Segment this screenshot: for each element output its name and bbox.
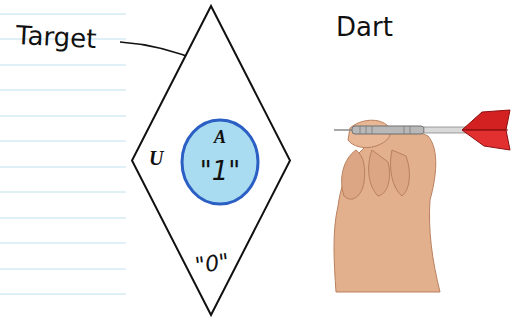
callout-label: Target [15, 22, 97, 52]
value-label: "1" [200, 158, 240, 184]
hand-with-dart [334, 110, 510, 292]
value-label: "0" [194, 251, 231, 278]
callout-label: Dart [336, 14, 393, 40]
notebook-lines [0, 14, 126, 294]
set-letter: A [214, 128, 226, 146]
universe-diamond: U "0" A "1" [131, 5, 291, 316]
set-letter: U [149, 148, 163, 168]
set-circle: A "1" [180, 118, 260, 206]
